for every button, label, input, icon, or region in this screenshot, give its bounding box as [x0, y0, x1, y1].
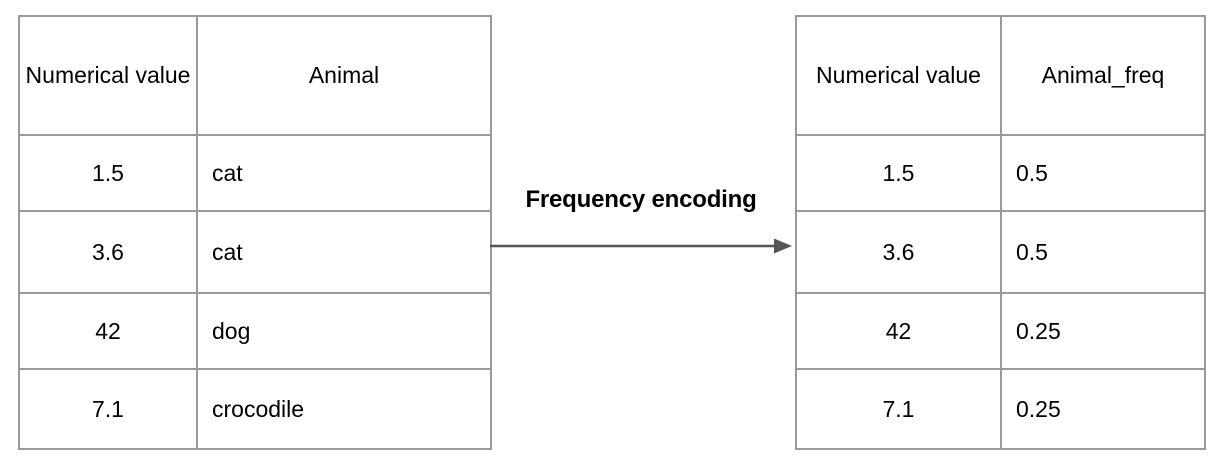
transformation-connector: Frequency encoding: [488, 186, 794, 266]
cell-animal: cat: [196, 210, 492, 294]
original-data-table: Numerical value Animal 1.5 cat 3.6 cat 4…: [18, 15, 492, 450]
cell-numerical-value: 7.1: [18, 368, 198, 450]
table-row: 1.5 cat: [18, 134, 492, 212]
table-header-row: Numerical value Animal: [18, 15, 492, 136]
column-header-numerical-value: Numerical value: [795, 15, 1002, 136]
cell-animal: crocodile: [196, 368, 492, 450]
arrow-label: Frequency encoding: [525, 186, 757, 213]
table-row: 7.1 0.25: [795, 368, 1206, 450]
cell-animal-freq: 0.5: [1000, 210, 1206, 294]
cell-numerical-value: 7.1: [795, 368, 1002, 450]
column-header-animal-freq: Animal_freq: [1000, 15, 1206, 136]
cell-animal-freq: 0.25: [1000, 292, 1206, 370]
table-row: 3.6 0.5: [795, 210, 1206, 294]
cell-animal: dog: [196, 292, 492, 370]
cell-numerical-value: 1.5: [795, 134, 1002, 212]
table-row: 42 0.25: [795, 292, 1206, 370]
cell-animal-freq: 0.25: [1000, 368, 1206, 450]
cell-numerical-value: 1.5: [18, 134, 198, 212]
column-header-numerical-value: Numerical value: [18, 15, 198, 136]
cell-numerical-value: 42: [795, 292, 1002, 370]
encoded-data-table: Numerical value Animal_freq 1.5 0.5 3.6 …: [795, 15, 1206, 450]
table-row: 1.5 0.5: [795, 134, 1206, 212]
cell-animal: cat: [196, 134, 492, 212]
column-header-animal: Animal: [196, 15, 492, 136]
cell-animal-freq: 0.5: [1000, 134, 1206, 212]
arrow-right-icon: [490, 238, 792, 254]
table-row: 42 dog: [18, 292, 492, 370]
table-row: 7.1 crocodile: [18, 368, 492, 450]
table-header-row: Numerical value Animal_freq: [795, 15, 1206, 136]
cell-numerical-value: 42: [18, 292, 198, 370]
cell-numerical-value: 3.6: [795, 210, 1002, 294]
table-row: 3.6 cat: [18, 210, 492, 294]
cell-numerical-value: 3.6: [18, 210, 198, 294]
